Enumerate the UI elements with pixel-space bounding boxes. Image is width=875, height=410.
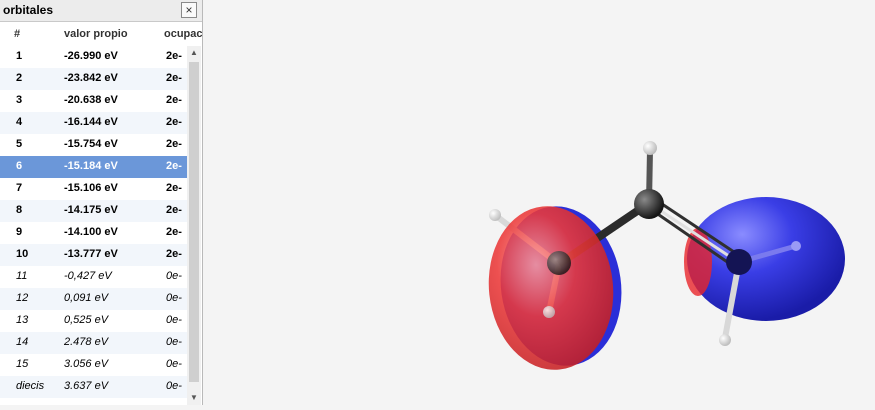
orbital-number: 12	[16, 292, 29, 304]
close-button[interactable]: ×	[181, 2, 197, 18]
orbital-eigenvalue: -16.144 eV	[64, 116, 118, 128]
orbitals-panel: orbitales × # valor propio ocupac 1 -26.9…	[0, 0, 203, 405]
orbital-eigenvalue: -15.754 eV	[64, 138, 118, 150]
hydrogen-atom	[791, 241, 801, 251]
column-header-eigenvalue[interactable]: valor propio	[64, 28, 128, 40]
orbital-eigenvalue: 0,091 eV	[64, 292, 109, 304]
bond-c-n	[648, 201, 739, 264]
column-header-occupancy[interactable]: ocupac	[164, 28, 203, 40]
orbital-number: 3	[16, 94, 23, 106]
orbital-occupancy: 0e-	[166, 314, 182, 326]
orbital-row[interactable]: 11 -0,427 eV 0e-	[0, 266, 187, 288]
orbital-number: 9	[16, 226, 23, 238]
orbital-number: 1	[16, 50, 23, 62]
orbital-lobe-negative-right	[687, 197, 845, 321]
orbital-row[interactable]: 5 -15.754 eV 2e-	[0, 134, 187, 156]
orbital-row[interactable]: 1 -26.990 eV 2e-	[0, 46, 187, 68]
orbital-row[interactable]: 4 -16.144 eV 2e-	[0, 112, 187, 134]
orbital-eigenvalue: -23.842 eV	[64, 72, 118, 84]
orbital-number: diecis	[16, 380, 45, 392]
orbital-number: 6	[16, 160, 23, 172]
orbital-eigenvalue: 0,525 eV	[64, 314, 109, 326]
panel-title: orbitales	[3, 3, 54, 17]
orbital-number: 5	[16, 138, 23, 150]
orbital-number: 7	[16, 182, 23, 194]
orbital-row[interactable]: 9 -14.100 eV 2e-	[0, 222, 187, 244]
orbital-occupancy: 0e-	[166, 270, 182, 282]
molecule-canvas[interactable]	[203, 0, 875, 405]
hydrogen-atom	[643, 141, 657, 155]
orbital-row[interactable]: 3 -20.638 eV 2e-	[0, 90, 187, 112]
orbital-occupancy: 2e-	[166, 182, 182, 194]
orbital-occupancy: 2e-	[166, 226, 182, 238]
orbital-number: 8	[16, 204, 23, 216]
orbital-occupancy: 2e-	[166, 204, 182, 216]
orbital-occupancy: 0e-	[166, 292, 182, 304]
column-header-number[interactable]: #	[14, 28, 21, 40]
orbital-eigenvalue: -20.638 eV	[64, 94, 118, 106]
orbital-eigenvalue: -15.184 eV	[64, 160, 118, 172]
carbon-atom	[547, 251, 571, 275]
orbital-row[interactable]: 8 -14.175 eV 2e-	[0, 200, 187, 222]
orbital-eigenvalue: -26.990 eV	[64, 50, 118, 62]
orbital-row[interactable]: 13 0,525 eV 0e-	[0, 310, 187, 332]
hydrogen-atom	[489, 209, 501, 221]
orbital-row[interactable]: diecis 3.637 eV 0e-	[0, 376, 187, 398]
table-header: # valor propio ocupac	[0, 24, 202, 46]
hydrogen-atom	[719, 334, 731, 346]
bond-c-n	[652, 196, 741, 258]
orbital-row[interactable]: 14 2.478 eV 0e-	[0, 332, 187, 354]
orbital-eigenvalue: 3.637 eV	[64, 380, 109, 392]
orbital-occupancy: 2e-	[166, 160, 182, 172]
hydrogen-atom	[543, 306, 555, 318]
nitrogen-atom	[726, 249, 752, 275]
scrollbar-thumb[interactable]	[189, 62, 199, 382]
orbital-eigenvalue: -15.106 eV	[64, 182, 118, 194]
panel-titlebar: orbitales ×	[0, 0, 202, 22]
orbital-eigenvalue: 3.056 eV	[64, 358, 109, 370]
orbital-occupancy: 2e-	[166, 138, 182, 150]
orbital-row[interactable]: 10 -13.777 eV 2e-	[0, 244, 187, 266]
orbital-occupancy: 2e-	[166, 72, 182, 84]
orbital-eigenvalue: -13.777 eV	[64, 248, 118, 260]
orbital-lobe-positive-edge	[684, 228, 712, 296]
orbital-row[interactable]: 12 0,091 eV 0e-	[0, 288, 187, 310]
orbital-number: 14	[16, 336, 29, 348]
orbital-eigenvalue: -0,427 eV	[64, 270, 112, 282]
orbital-row[interactable]: 7 -15.106 eV 2e-	[0, 178, 187, 200]
orbital-number: 13	[16, 314, 29, 326]
orbital-occupancy: 2e-	[166, 116, 182, 128]
orbital-eigenvalue: -14.100 eV	[64, 226, 118, 238]
orbital-occupancy: 0e-	[166, 358, 182, 370]
vertical-scrollbar[interactable]: ▲ ▼	[187, 46, 201, 405]
orbital-eigenvalue: 2.478 eV	[64, 336, 109, 348]
orbital-row[interactable]: 15 3.056 eV 0e-	[0, 354, 187, 376]
bond-c-n	[648, 206, 737, 270]
orbital-lobe-positive-left	[488, 206, 614, 370]
orbital-number: 10	[16, 248, 29, 260]
orbital-occupancy: 0e-	[166, 380, 182, 392]
orbital-occupancy: 2e-	[166, 248, 182, 260]
orbital-row[interactable]: 2 -23.842 eV 2e-	[0, 68, 187, 90]
orbital-number: 11	[16, 270, 28, 282]
orbital-number: 4	[16, 116, 23, 128]
molecule-viewer[interactable]	[203, 0, 875, 405]
carbon-atom	[634, 189, 664, 219]
orbital-occupancy: 0e-	[166, 336, 182, 348]
orbital-number: 15	[16, 358, 29, 370]
orbital-eigenvalue: -14.175 eV	[64, 204, 118, 216]
orbital-table-body: 1 -26.990 eV 2e- 2 -23.842 eV 2e- 3 -20.638 eV 2…	[0, 46, 187, 398]
orbital-occupancy: 2e-	[166, 94, 182, 106]
orbital-number: 2	[16, 72, 23, 84]
orbital-row[interactable]: 6 -15.184 eV 2e-	[0, 156, 187, 178]
scroll-down-icon[interactable]: ▼	[190, 393, 198, 402]
scroll-up-icon[interactable]: ▲	[190, 48, 198, 57]
orbital-occupancy: 2e-	[166, 50, 182, 62]
